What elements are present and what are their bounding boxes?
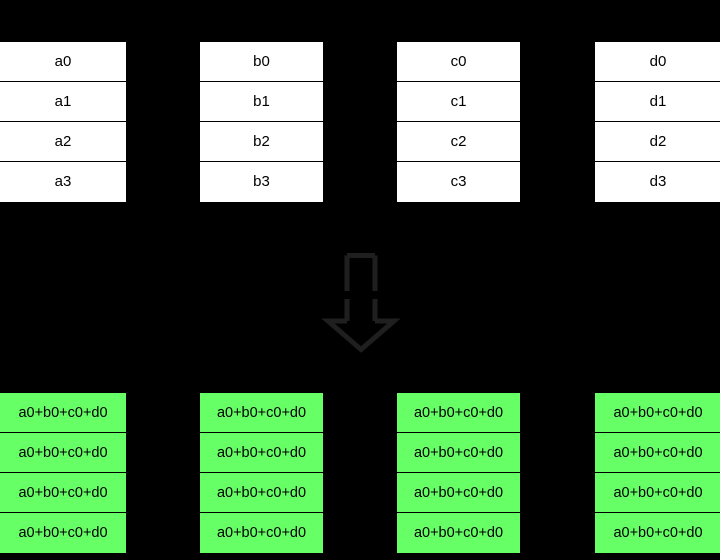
result-cell: a0+b0+c0+d0 bbox=[0, 472, 127, 514]
source-cell: a0 bbox=[0, 41, 127, 83]
result-cell: a0+b0+c0+d0 bbox=[199, 392, 324, 434]
source-cell: b0 bbox=[199, 41, 324, 83]
source-cell: d2 bbox=[594, 121, 720, 163]
result-cell: a0+b0+c0+d0 bbox=[199, 432, 324, 474]
source-cell: d3 bbox=[594, 161, 720, 203]
source-cell: d1 bbox=[594, 81, 720, 123]
source-cell: a3 bbox=[0, 161, 127, 203]
result-cell: a0+b0+c0+d0 bbox=[199, 512, 324, 554]
source-cell: c3 bbox=[396, 161, 521, 203]
result-cell: a0+b0+c0+d0 bbox=[396, 472, 521, 514]
source-cell: c0 bbox=[396, 41, 521, 83]
arrow-down-outline-dashed-icon bbox=[322, 248, 400, 356]
source-cell: c1 bbox=[396, 81, 521, 123]
result-cell: a0+b0+c0+d0 bbox=[594, 432, 720, 474]
source-cell: a2 bbox=[0, 121, 127, 163]
result-cell: a0+b0+c0+d0 bbox=[0, 392, 127, 434]
result-cell: a0+b0+c0+d0 bbox=[594, 392, 720, 434]
source-cell: c2 bbox=[396, 121, 521, 163]
result-cell: a0+b0+c0+d0 bbox=[0, 432, 127, 474]
source-column-b: b0 b1 b2 b3 bbox=[199, 41, 324, 203]
source-column-a: a0 a1 a2 a3 bbox=[0, 41, 127, 203]
source-cell: a1 bbox=[0, 81, 127, 123]
source-column-d: d0 d1 d2 d3 bbox=[594, 41, 720, 203]
source-cell: b1 bbox=[199, 81, 324, 123]
source-cell: b3 bbox=[199, 161, 324, 203]
source-column-c: c0 c1 c2 c3 bbox=[396, 41, 521, 203]
result-cell: a0+b0+c0+d0 bbox=[396, 392, 521, 434]
result-cell: a0+b0+c0+d0 bbox=[396, 512, 521, 554]
result-cell: a0+b0+c0+d0 bbox=[594, 472, 720, 514]
source-cell: b2 bbox=[199, 121, 324, 163]
result-column-c: a0+b0+c0+d0 a0+b0+c0+d0 a0+b0+c0+d0 a0+b… bbox=[396, 392, 521, 554]
result-cell: a0+b0+c0+d0 bbox=[396, 432, 521, 474]
result-cell: a0+b0+c0+d0 bbox=[0, 512, 127, 554]
result-column-a: a0+b0+c0+d0 a0+b0+c0+d0 a0+b0+c0+d0 a0+b… bbox=[0, 392, 127, 554]
result-cell: a0+b0+c0+d0 bbox=[199, 472, 324, 514]
result-cell: a0+b0+c0+d0 bbox=[594, 512, 720, 554]
result-column-b: a0+b0+c0+d0 a0+b0+c0+d0 a0+b0+c0+d0 a0+b… bbox=[199, 392, 324, 554]
source-cell: d0 bbox=[594, 41, 720, 83]
result-column-d: a0+b0+c0+d0 a0+b0+c0+d0 a0+b0+c0+d0 a0+b… bbox=[594, 392, 720, 554]
